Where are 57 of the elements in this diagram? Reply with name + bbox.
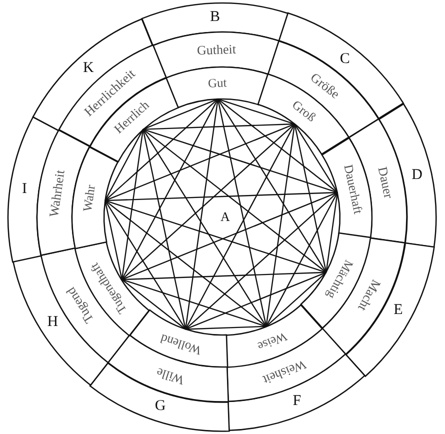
attribute-label: Weisheit (261, 358, 308, 387)
attribute-label: Wahrheit (46, 169, 66, 218)
attribute-label: Wille (154, 366, 186, 387)
chord-line (122, 124, 296, 280)
chord-line (266, 124, 296, 326)
chord-line (294, 124, 338, 193)
letter-label: C (340, 52, 350, 68)
chord-line (121, 129, 144, 280)
adjective-label: Gut (208, 76, 227, 90)
letter-label: F (292, 394, 302, 410)
chord-line (266, 192, 338, 327)
chord-line (105, 192, 338, 202)
chord-line (142, 129, 267, 327)
letter-label: B (210, 10, 220, 26)
chord-line (104, 200, 267, 327)
chord-line (104, 123, 295, 202)
chord-line (142, 128, 327, 273)
chord-line (142, 128, 338, 194)
chord-line (266, 272, 327, 327)
adjective-label: Groß (290, 98, 318, 124)
chord-line (104, 98, 218, 202)
adjective-label: Wahr (81, 184, 98, 212)
chord-line (142, 129, 186, 330)
adjective-label: Weise (256, 330, 289, 352)
chord-line (142, 98, 218, 130)
attribute-label: Gutheit (196, 42, 236, 57)
chord-line (218, 98, 295, 125)
chord-line (122, 272, 326, 280)
letter-label: E (394, 303, 403, 318)
chord-line (121, 98, 218, 280)
chord-line (217, 98, 267, 327)
chord-line (326, 192, 338, 272)
chord-line (104, 200, 326, 273)
center-label: A (220, 210, 230, 222)
chord-line (184, 98, 218, 330)
chord-line (217, 98, 327, 273)
chord-line (122, 279, 186, 330)
chord-line (185, 124, 296, 330)
chord-line (294, 124, 327, 273)
letter-label: I (22, 182, 27, 197)
letter-label: K (83, 61, 94, 76)
chord-line (122, 278, 266, 327)
chord-line (185, 272, 326, 330)
adjective-label: Dauerhaft (342, 163, 364, 215)
letter-label: G (154, 399, 166, 414)
chord-line (218, 98, 338, 193)
chord-line (143, 123, 295, 130)
chord-line (104, 200, 123, 280)
chord-line (186, 326, 266, 330)
chord-line (104, 129, 144, 201)
chord-line (185, 192, 338, 330)
attribute-label: Dauer (376, 165, 396, 200)
chord-line (122, 192, 338, 280)
chord-line (104, 200, 186, 330)
adjective-label: Wollend (158, 332, 203, 357)
letter-label: H (47, 315, 58, 330)
letter-label: D (412, 168, 422, 184)
